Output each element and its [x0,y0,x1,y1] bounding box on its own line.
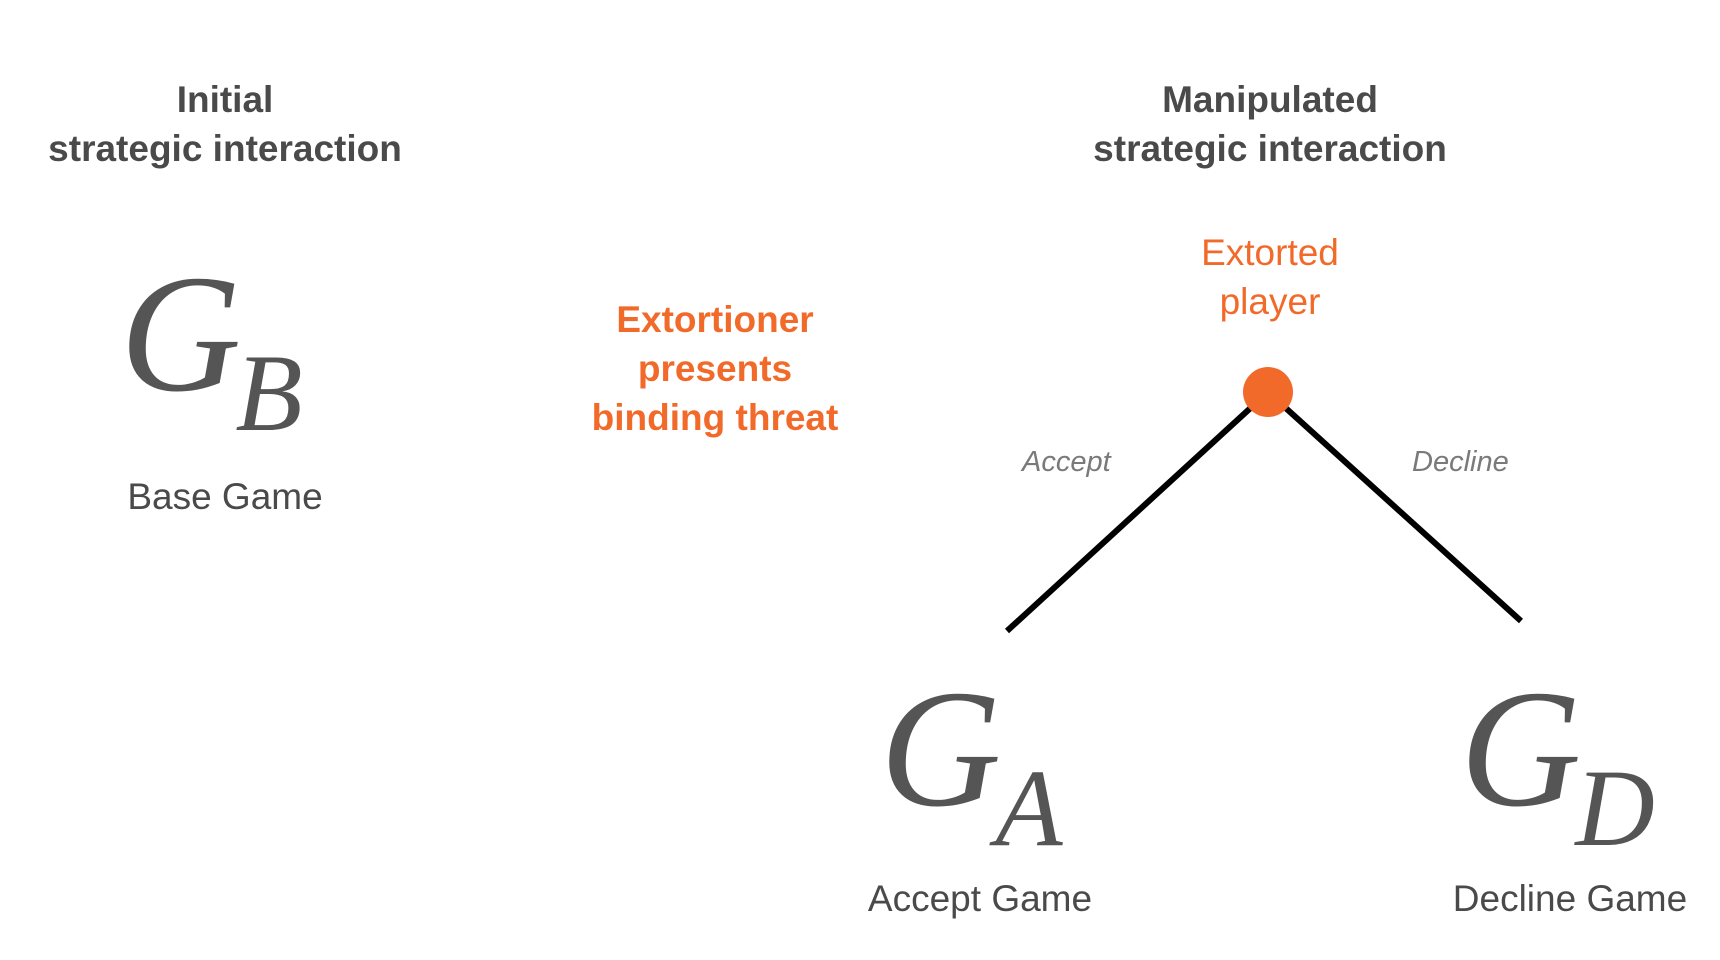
accept-game-caption: Accept Game [867,878,1093,919]
accept-game-symbol: GA [880,665,1063,863]
initial-heading-line1: Initial [176,79,274,120]
extorted-player-line2: player [1219,281,1321,322]
manipulated-heading-line2: strategic interaction [1093,128,1447,169]
base-game-subscript: B [235,332,303,454]
manipulated-heading-line1: Manipulated [1162,79,1378,120]
initial-heading: Initial strategic interaction [10,75,440,173]
extorted-player-label: Extorted player [1120,228,1420,326]
base-game-symbol: GB [120,250,303,448]
accept-game-letter: G [880,656,1002,842]
threat-line3: binding threat [591,397,839,438]
decline-game-symbol: GD [1460,665,1655,863]
accept-edge [1004,389,1271,634]
initial-heading-line2: strategic interaction [48,128,402,169]
accept-edge-label: Accept [1022,446,1111,478]
decline-edge-label: Decline [1412,446,1509,478]
threat-line1: Extortioner [616,299,814,340]
base-game-caption: Base Game [127,476,323,517]
threat-text: Extortioner presents binding threat [540,295,890,442]
decline-edge [1265,389,1524,624]
decline-game-subscript: D [1575,747,1655,869]
manipulated-heading: Manipulated strategic interaction [1030,75,1510,173]
accept-game-subscript: A [995,747,1063,869]
decline-game-letter: G [1460,656,1582,842]
threat-line2: presents [637,348,793,389]
extorted-player-node [1243,367,1293,417]
base-game-letter: G [120,241,242,427]
extorted-player-line1: Extorted [1201,232,1339,273]
decline-game-caption: Decline Game [1452,878,1688,919]
